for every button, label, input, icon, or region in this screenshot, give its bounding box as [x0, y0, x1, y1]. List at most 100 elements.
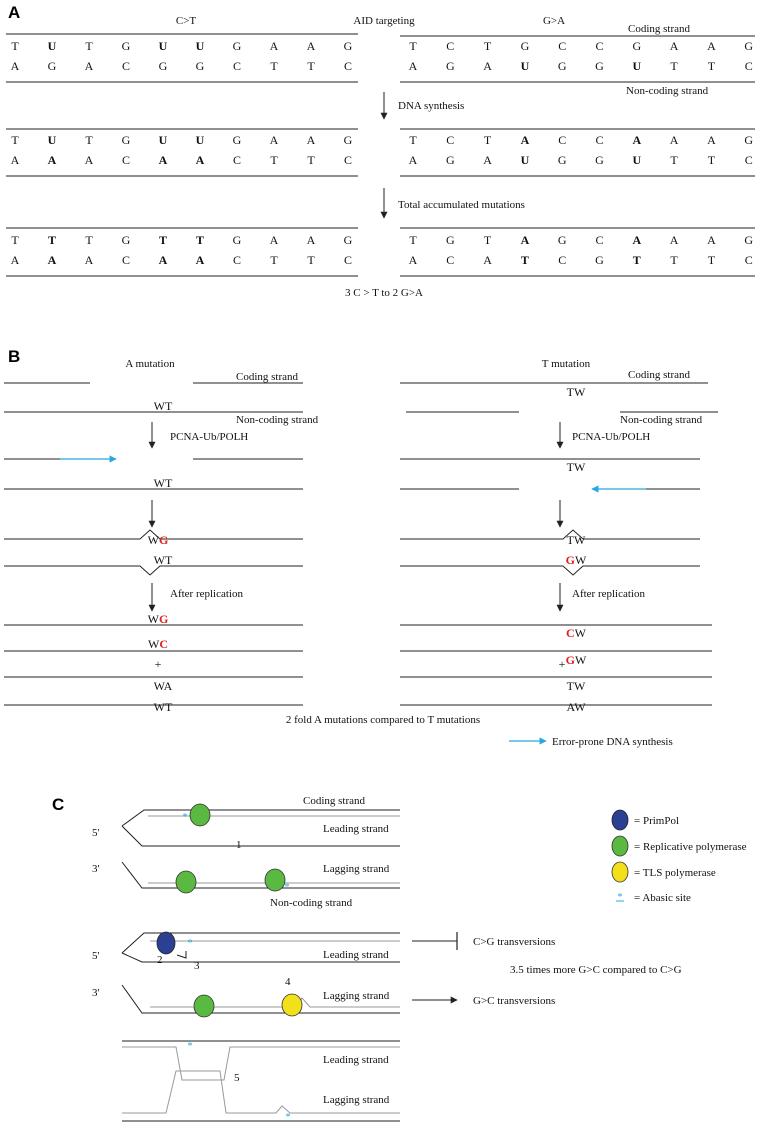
nucleotide-right: A	[483, 253, 492, 267]
nucleotide-right: T	[484, 39, 492, 53]
nucleotide-right: C	[745, 153, 753, 167]
nucleotide-right: A	[521, 133, 530, 147]
noncoding-strand-label-b-left: Non-coding strand	[236, 414, 319, 426]
nucleotide-left: A	[159, 253, 168, 267]
nucleotide-right: G	[744, 39, 753, 53]
nucleotide-left: A	[270, 133, 279, 147]
ga-title: G>A	[543, 15, 565, 27]
nucleotide-right: U	[521, 153, 530, 167]
nucleotide-right: C	[446, 39, 454, 53]
nucleotide-left: T	[270, 153, 278, 167]
nucleotide-right: A	[409, 59, 418, 73]
ratio-footer-a: 3 C > T to 2 G>A	[345, 287, 423, 299]
wt-label: WT	[154, 700, 173, 714]
panel-c: C * * 5' 3' Coding strand Leading strand…	[52, 795, 747, 1123]
nucleotide-right: T	[409, 133, 417, 147]
nucleotide-right: G	[632, 39, 641, 53]
gw-label: GW	[566, 653, 587, 667]
nucleotide-left: A	[196, 253, 205, 267]
nucleotide-right: C	[446, 253, 454, 267]
nucleotide-left: A	[85, 59, 94, 73]
nucleotide-left: A	[11, 153, 20, 167]
nucleotide-left: T	[48, 233, 56, 247]
step-3: 3	[194, 960, 200, 972]
nucleotide-right: A	[632, 133, 641, 147]
nucleotide-left: A	[48, 153, 57, 167]
nucleotide-right: G	[446, 153, 455, 167]
nucleotide-left: C	[233, 253, 241, 267]
legend-tls: = TLS polymerase	[634, 867, 716, 879]
pcna-label-left: PCNA-Ub/POLH	[170, 431, 248, 443]
nucleotide-right: A	[409, 253, 418, 267]
nucleotide-left: A	[270, 233, 279, 247]
wt-label: WT	[154, 476, 173, 490]
three-prime-label: 3'	[92, 987, 100, 999]
nucleotide-left: A	[270, 39, 279, 53]
nucleotide-right: G	[558, 153, 567, 167]
abasic-site: *	[188, 1041, 193, 1052]
nucleotide-left: T	[196, 233, 204, 247]
abasic-site: *	[183, 812, 188, 823]
nucleotide-left: C	[344, 59, 352, 73]
aid-targeting-label: AID targeting	[353, 15, 415, 27]
step-5: 5	[234, 1072, 240, 1084]
nucleotide-right: A	[670, 233, 679, 247]
panel-a: A C>T AID targeting G>A Coding strand No…	[6, 3, 755, 299]
nucleotide-left: G	[122, 233, 131, 247]
nucleotide-left: C	[122, 153, 130, 167]
abasic-legend-icon: *	[618, 892, 623, 903]
aw-label: AW	[566, 700, 586, 714]
noncoding-strand-label-c: Non-coding strand	[270, 897, 353, 909]
nucleotide-left: A	[196, 153, 205, 167]
wt-label: WT	[154, 399, 173, 413]
nucleotide-right: G	[744, 133, 753, 147]
nucleotide-left: A	[85, 153, 94, 167]
ct-title: C>T	[176, 15, 197, 27]
nucleotide-right: C	[558, 253, 566, 267]
coding-strand-label-b-right: Coding strand	[628, 369, 691, 381]
replicative-polymerase	[175, 870, 197, 894]
nucleotide-right: G	[446, 59, 455, 73]
nucleotide-left: C	[344, 153, 352, 167]
nucleotide-left: A	[307, 133, 316, 147]
wg-label: WG	[148, 533, 169, 547]
nucleotide-right: T	[670, 153, 678, 167]
nucleotide-right: T	[484, 133, 492, 147]
nucleotide-left: C	[122, 253, 130, 267]
nucleotide-left: U	[196, 39, 205, 53]
tw-label: TW	[567, 460, 586, 474]
nucleotide-right: G	[558, 59, 567, 73]
nucleotide-right: C	[558, 133, 566, 147]
tw-label: TW	[567, 679, 586, 693]
nucleotide-left: G	[233, 133, 242, 147]
nucleotide-left: T	[159, 233, 167, 247]
three-prime-label: 3'	[92, 863, 100, 875]
nucleotide-right: T	[670, 253, 678, 267]
coding-strand-label-c: Coding strand	[303, 795, 366, 807]
nucleotide-left: G	[122, 133, 131, 147]
leading-strand-label: Leading strand	[323, 949, 389, 961]
nucleotide-left: U	[196, 133, 205, 147]
nucleotide-left: A	[307, 39, 316, 53]
nucleotide-left: A	[48, 253, 57, 267]
nucleotide-right: G	[744, 233, 753, 247]
nucleotide-right: T	[708, 153, 716, 167]
nucleotide-left: G	[48, 59, 57, 73]
nucleotide-left: U	[159, 133, 168, 147]
nucleotide-left: G	[233, 39, 242, 53]
replicative-legend-icon	[611, 835, 629, 857]
nucleotide-left: U	[48, 133, 57, 147]
coding-strand-label-a: Coding strand	[628, 23, 691, 35]
nucleotide-left: T	[11, 233, 19, 247]
nucleotide-left: T	[11, 133, 19, 147]
abasic-site: *	[286, 1112, 291, 1123]
nucleotide-left: A	[11, 253, 20, 267]
nucleotide-left: G	[122, 39, 131, 53]
nucleotide-right: A	[521, 233, 530, 247]
legend-c: * = PrimPol = Replicative polymerase = T…	[611, 809, 747, 904]
noncoding-strand-label-a: Non-coding strand	[626, 85, 709, 97]
nucleotide-left: G	[233, 233, 242, 247]
